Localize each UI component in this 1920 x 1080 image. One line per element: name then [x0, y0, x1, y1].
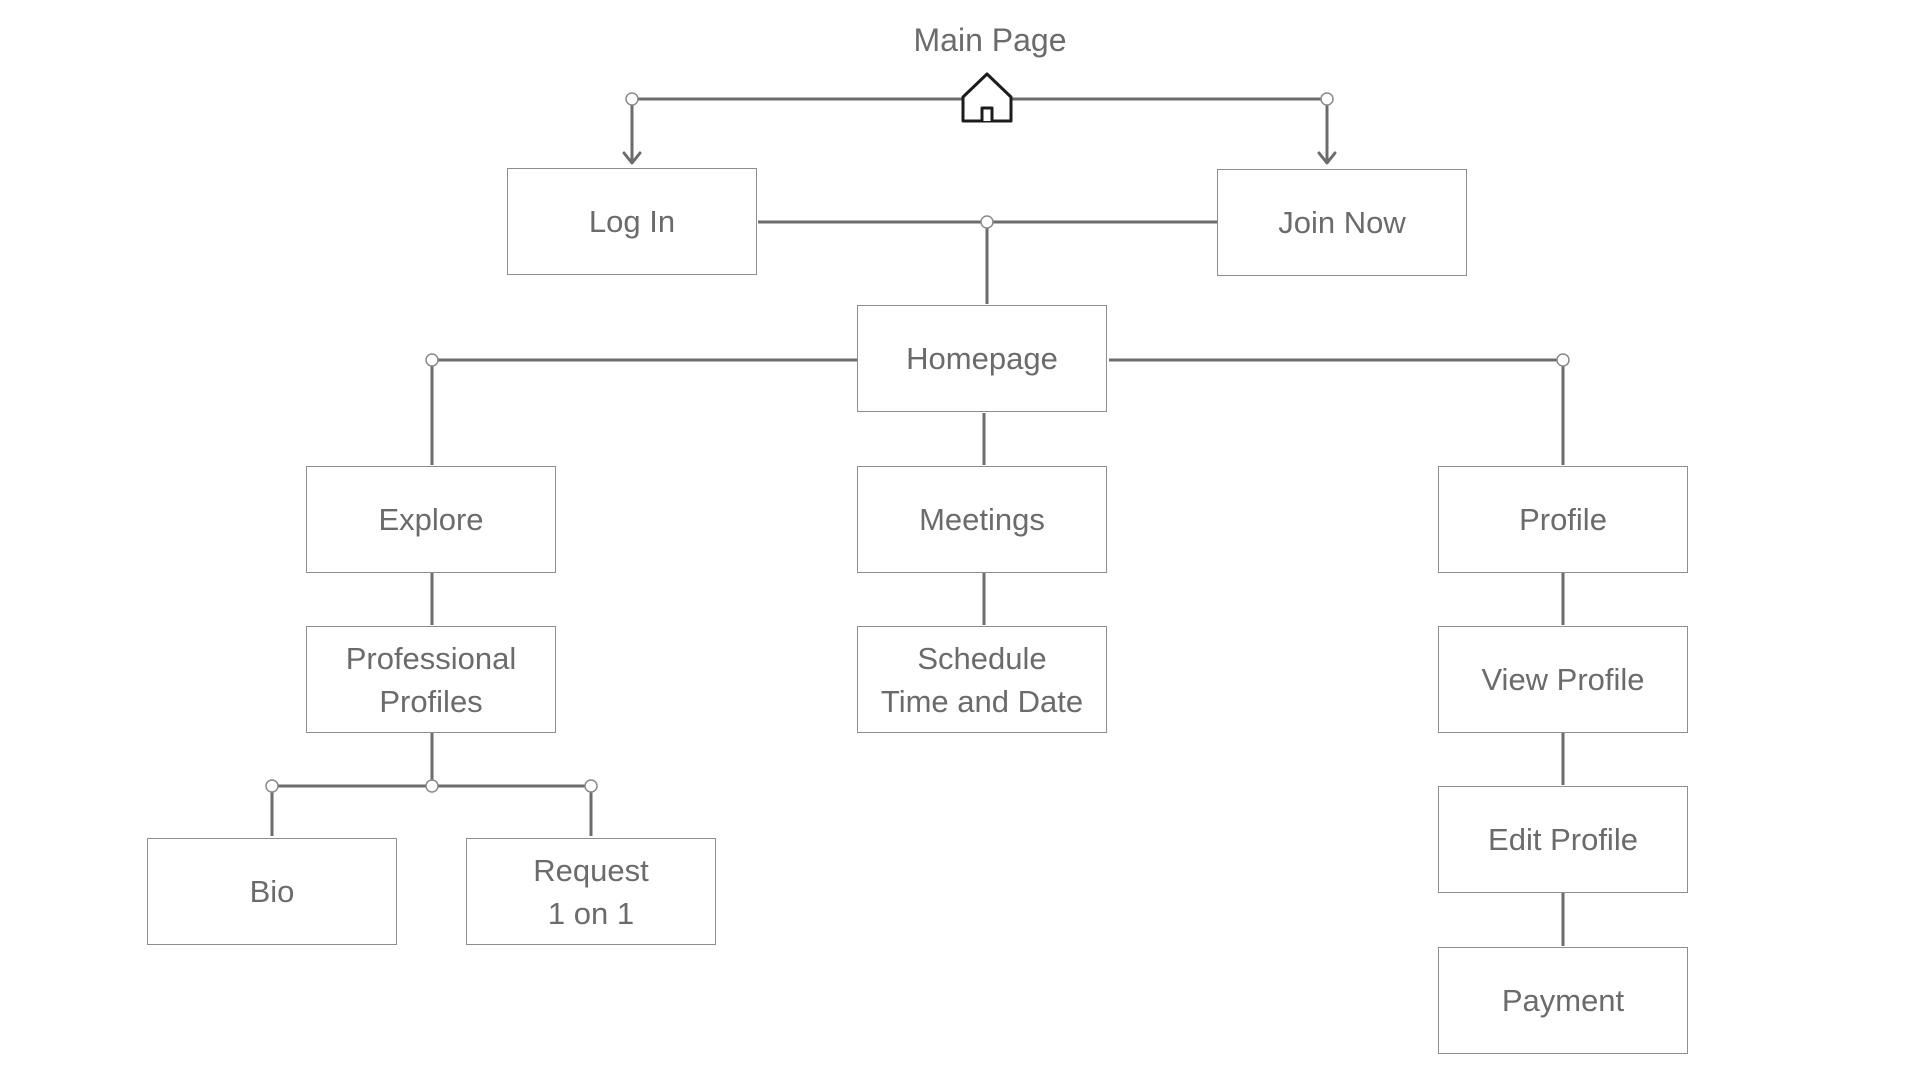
home-icon — [961, 72, 1013, 123]
homepage-label: Homepage — [906, 341, 1058, 376]
payment-label: Payment — [1501, 983, 1625, 1018]
joint-professional-profiles — [425, 779, 439, 793]
joint-profile — [1556, 353, 1570, 367]
arrow-to-login — [622, 151, 642, 165]
profile-node: Profile — [1438, 466, 1688, 573]
join-now-label: Join Now — [1278, 205, 1406, 240]
meetings-node: Meetings — [857, 466, 1107, 573]
joint-main-left — [625, 92, 639, 106]
view-profile-node: View Profile — [1438, 626, 1688, 733]
arrow-to-joinnow — [1317, 151, 1337, 165]
connector-homepage-to-profile — [1109, 358, 1565, 465]
joint-request — [584, 779, 598, 793]
edit-profile-node: Edit Profile — [1438, 786, 1688, 893]
professional-profiles-node: Professional Profiles — [306, 626, 556, 733]
joint-explore — [425, 353, 439, 367]
joint-login-joinnow — [980, 215, 994, 229]
request-1-on-1-label: Request 1 on 1 — [533, 852, 649, 931]
homepage-node: Homepage — [857, 305, 1107, 412]
explore-label: Explore — [378, 502, 484, 537]
professional-profiles-label: Professional Profiles — [345, 640, 517, 719]
request-1-on-1-node: Request 1 on 1 — [466, 838, 716, 945]
edit-profile-label: Edit Profile — [1488, 822, 1638, 857]
bio-node: Bio — [147, 838, 397, 945]
payment-node: Payment — [1438, 947, 1688, 1054]
profile-label: Profile — [1519, 502, 1607, 537]
bio-label: Bio — [249, 874, 295, 909]
joint-main-right — [1320, 92, 1334, 106]
main-page-title: Main Page — [913, 22, 1067, 58]
explore-node: Explore — [306, 466, 556, 573]
view-profile-label: View Profile — [1481, 662, 1645, 697]
schedule-time-and-date-label: Schedule Time and Date — [880, 640, 1084, 719]
log-in-node: Log In — [507, 168, 757, 275]
log-in-label: Log In — [588, 204, 676, 239]
join-now-node: Join Now — [1217, 169, 1467, 276]
schedule-time-and-date-node: Schedule Time and Date — [857, 626, 1107, 733]
connector-homepage-to-explore — [430, 358, 857, 465]
meetings-label: Meetings — [919, 502, 1045, 537]
joint-bio — [265, 779, 279, 793]
